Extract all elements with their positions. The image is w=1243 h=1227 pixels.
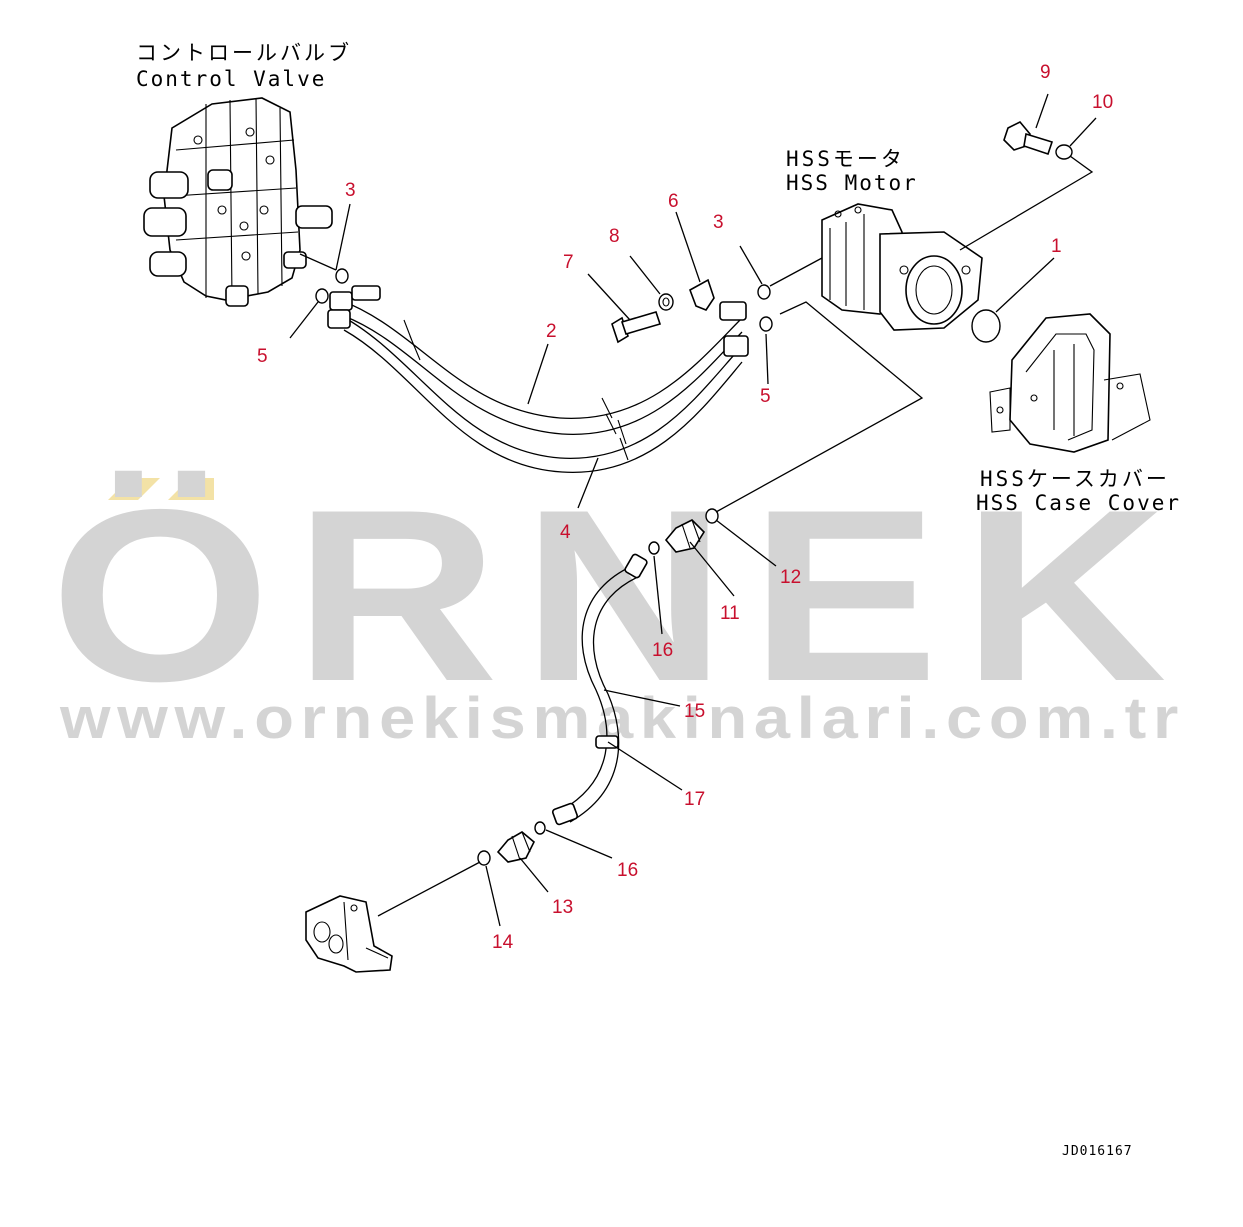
callout-3-valve: 3 [345, 180, 356, 201]
callout-16-bottom: 16 [617, 860, 638, 881]
control-valve-jp-label: コントロールバルブ [136, 41, 352, 65]
callout-5-valve: 5 [257, 346, 268, 367]
callout-numbers: 1 2 3 3 4 5 5 6 7 8 9 10 11 12 13 14 15 … [257, 62, 1113, 953]
o-ring-3-valve [335, 268, 349, 284]
hss-motor-drawing [821, 203, 983, 331]
hss-case-cover-drawing [989, 313, 1151, 453]
drawing-code: JD016167 [1062, 1144, 1133, 1159]
o-ring-12 [705, 508, 719, 524]
callout-12: 12 [780, 567, 801, 588]
watermark-url: www.ornekismakinalari.com.tr [59, 686, 1185, 751]
callout-9: 9 [1040, 62, 1051, 83]
callout-17: 17 [684, 789, 705, 810]
hose-pair [327, 285, 749, 473]
o-ring-3-motor [757, 284, 771, 300]
callout-15: 15 [684, 701, 705, 722]
watermark: ÖRNEK www.ornekismakinalari.com.tr [50, 458, 1190, 751]
callout-3-motor: 3 [713, 212, 724, 233]
watermark-umlaut-right [168, 478, 214, 500]
clamp-assembly [611, 278, 715, 344]
callout-2: 2 [546, 321, 557, 342]
fittings [496, 519, 706, 863]
o-ring-16-bottom [534, 821, 546, 835]
hss-case-cover-jp-label: HSSケースカバー [980, 467, 1170, 491]
callout-6: 6 [668, 191, 679, 212]
o-ring-14 [477, 850, 491, 866]
hss-case-cover-en-label: HSS Case Cover [976, 491, 1181, 515]
o-ring-16-top [648, 541, 660, 555]
watermark-brand: ÖRNEK [50, 458, 1190, 732]
bracket-block-drawing [305, 895, 393, 973]
watermark-umlaut-left [108, 478, 160, 500]
control-valve-drawing [143, 97, 333, 307]
o-ring-5-motor [759, 316, 773, 332]
callout-10: 10 [1092, 92, 1113, 113]
hss-motor-en-label: HSS Motor [786, 171, 918, 195]
callout-5-motor: 5 [760, 386, 771, 407]
callout-13: 13 [552, 897, 573, 918]
callout-4: 4 [560, 522, 571, 543]
center-lines [299, 155, 1094, 917]
callout-leaders [289, 93, 1097, 927]
control-valve-en-label: Control Valve [136, 67, 326, 91]
callout-7: 7 [563, 252, 574, 273]
callout-11: 11 [720, 603, 740, 624]
callout-8: 8 [609, 226, 620, 247]
o-ring-1 [971, 309, 1001, 343]
callout-16-top: 16 [652, 640, 673, 661]
callout-14: 14 [492, 932, 514, 953]
bolt-9-washer-10 [1003, 121, 1073, 160]
hss-motor-jp-label: HSSモータ [786, 147, 905, 171]
o-ring-5-valve [315, 288, 329, 304]
callout-1: 1 [1051, 236, 1062, 257]
o-rings [315, 268, 1001, 866]
